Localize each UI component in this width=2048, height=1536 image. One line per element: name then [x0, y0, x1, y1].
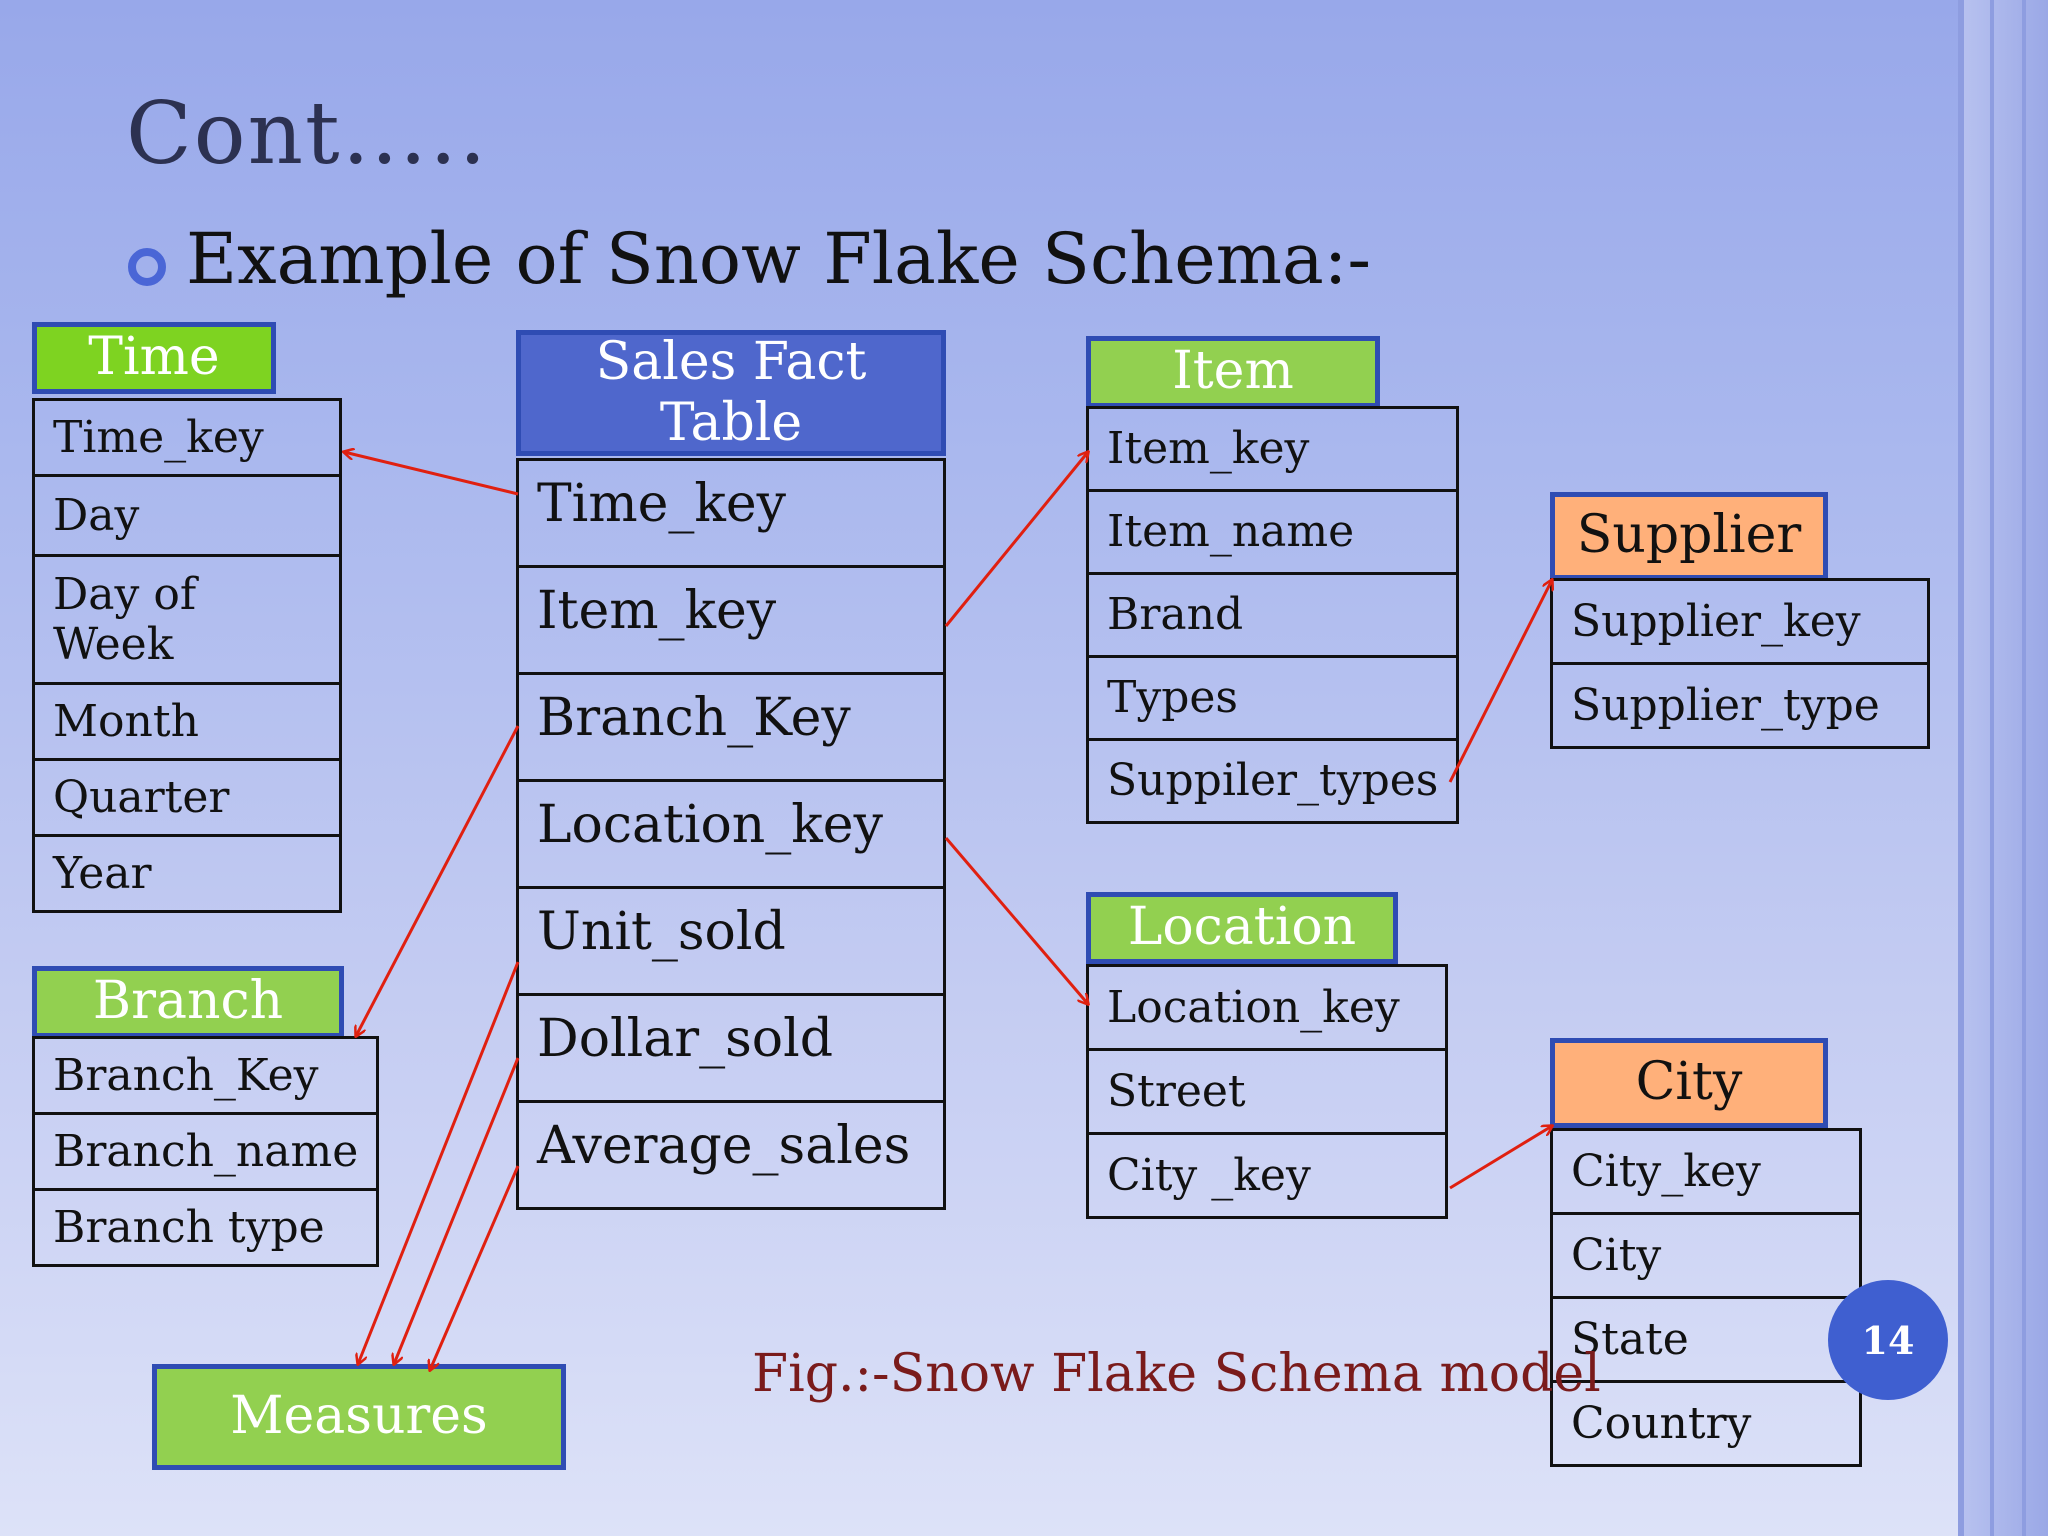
table-cell: Location_key [516, 779, 946, 889]
table-cell: Street [1086, 1048, 1448, 1135]
table-cell: Dollar_sold [516, 993, 946, 1103]
supplier-table-header: Supplier [1550, 492, 1828, 580]
table-cell: Month [32, 682, 342, 761]
table-cell: Location_key [1086, 964, 1448, 1051]
time-table: Time_key Day Day of Week Month Quarter Y… [32, 398, 342, 913]
table-cell: Brand [1085, 572, 1460, 658]
table-cell: Day of Week [32, 554, 342, 685]
right-decor-line [1990, 0, 1994, 1536]
branch-table-header: Branch [32, 966, 344, 1038]
supplier-table: Supplier_key Supplier_type [1550, 578, 1930, 749]
table-cell: Branch_Key [516, 672, 946, 782]
arrow-dollar-sold-to-measures [394, 1057, 520, 1364]
location-table: Location_key Street City _key [1086, 964, 1448, 1219]
table-cell: Average_sales [516, 1100, 946, 1210]
table-cell: Types [1085, 655, 1460, 741]
right-decor-band [1958, 0, 2048, 1536]
item-table-header: Item [1086, 336, 1380, 408]
arrow-item-to-supplier [1448, 580, 1552, 783]
city-table-header: City [1550, 1038, 1828, 1128]
table-cell: Supplier_key [1550, 578, 1930, 665]
table-cell: City [1550, 1212, 1862, 1299]
bullet-icon [128, 248, 166, 286]
table-cell: Branch_name [31, 1112, 380, 1191]
arrow-fact-to-branch [356, 725, 520, 1036]
table-cell: Year [32, 834, 342, 913]
table-cell: State [1550, 1296, 1862, 1383]
arrow-unit-sold-to-measures [358, 961, 520, 1364]
figure-caption: Fig.:-Snow Flake Schema model [752, 1344, 1601, 1404]
city-table: City_key City State Country [1550, 1128, 1862, 1467]
arrow-average-sales-to-measures [430, 1165, 520, 1370]
time-table-header: Time [32, 322, 276, 394]
table-cell: Branch type [31, 1188, 380, 1267]
table-cell: Day [32, 474, 342, 557]
item-table: Item_key Item_name Brand Types Suppiler_… [1085, 406, 1460, 824]
right-decor-line [2022, 0, 2026, 1536]
location-table-header: Location [1086, 892, 1398, 964]
table-cell: City_key [1550, 1128, 1862, 1215]
fact-table: Time_key Item_key Branch_Key Location_ke… [516, 458, 946, 1210]
page-number-badge: 14 [1828, 1280, 1948, 1400]
bullet-text: Example of Snow Flake Schema:- [186, 218, 1372, 300]
table-cell: Item_name [1085, 489, 1460, 575]
arrow-location-to-city [1449, 1126, 1552, 1190]
table-cell: Item_key [516, 565, 946, 675]
arrow-fact-to-time [344, 452, 519, 496]
branch-table: Branch_Key Branch_name Branch type [31, 1036, 380, 1267]
fact-table-header: Sales Fact Table [516, 330, 946, 456]
table-cell: Time_key [516, 458, 946, 568]
table-cell: Time_key [32, 398, 342, 477]
table-cell: Item_key [1085, 406, 1460, 492]
table-cell: Quarter [32, 758, 342, 837]
arrow-fact-to-item [944, 452, 1088, 627]
table-cell: Country [1550, 1380, 1862, 1467]
table-cell: Branch_Key [31, 1036, 380, 1115]
table-cell: Suppiler_types [1085, 738, 1460, 824]
table-cell: Unit_sold [516, 886, 946, 996]
table-cell: City _key [1086, 1132, 1448, 1219]
table-cell: Supplier_type [1550, 662, 1930, 749]
right-decor-line [1958, 0, 1964, 1536]
slide-title: Cont….. [126, 84, 489, 184]
arrow-fact-to-location [944, 837, 1088, 1004]
